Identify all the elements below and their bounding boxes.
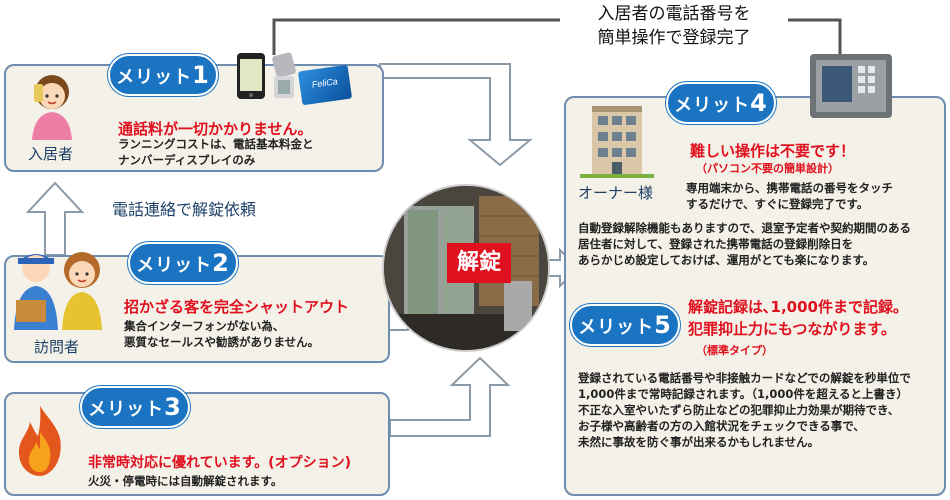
merit4-body-line5: あらかじめ設定しておけば、運用がとても楽になります。: [578, 253, 875, 267]
visitor-label: 訪問者: [34, 338, 80, 356]
merit2-badge: メリット2: [128, 242, 238, 284]
unlock-photo-circle: [382, 184, 550, 352]
merit4-body-line2: するだけで、すぐに登録完了です。: [686, 197, 869, 211]
merit3-badge: メリット3: [80, 386, 190, 428]
merit5-headline: 解錠記録は､1,000件まで記録。 犯罪抑止力にもつながります。: [688, 296, 908, 340]
merit5-badge: メリット5: [570, 304, 680, 346]
merit5-badge-number: 5: [654, 311, 672, 339]
arrow-merit3-to-center: [389, 356, 511, 437]
merit3-panel: [4, 392, 390, 496]
merit5-badge-label: メリット: [578, 317, 655, 338]
merit1-badge-label: メリット: [116, 67, 193, 88]
top-bracket-line-right: [785, 18, 842, 55]
merit4-headline: 難しい操作は不要です！: [690, 142, 856, 160]
merit4-badge-label: メリット: [674, 95, 751, 116]
merit4-badge: メリット4: [666, 82, 776, 124]
merit4-body-b: 自動登録解除機能もありますので、退室予定者や契約期間のある 居住者に対して、登録…: [578, 220, 911, 268]
merit4-badge-number: 4: [750, 89, 768, 117]
merit1-badge: メリット1: [108, 54, 218, 96]
visitor-icon: [10, 244, 114, 330]
merit4-body-line1: 専用端末から、携帯電話の番号をタッチ: [686, 181, 893, 195]
merit1-body: ランニングコストは、電話基本料金と ナンバーディスプレイのみ: [118, 136, 314, 168]
merit1-body-line2: ナンバーディスプレイのみ: [118, 153, 256, 167]
merit4-body-line3: 自動登録解除機能もありますので、退室予定者や契約期間のある: [578, 221, 912, 235]
owner-label: オーナー様: [578, 184, 654, 202]
merit5-body-line3: 不正な入室やいたずら防止などの犯罪抑止力効果が期待でき、: [578, 403, 900, 417]
top-bracket-line: [272, 18, 560, 55]
fire-icon: [14, 404, 66, 478]
top-note: 入居者の電話番号を 簡単操作で登録完了: [560, 2, 788, 50]
top-note-line2: 簡単操作で登録完了: [597, 28, 751, 48]
merit5-body-line2: 1,000件まで常時記録されます。（1,000件を超えると上書き）: [578, 387, 909, 401]
merit2-body-line2: 悪質なセールスや勧誘がありません。: [124, 335, 320, 349]
flip-phone-icon: [268, 52, 300, 100]
merit5-body-line1: 登録されている電話番号や非接触カードなどでの解錠を秒単位で: [578, 371, 911, 385]
resident-label: 入居者: [28, 145, 74, 163]
merit3-badge-label: メリット: [88, 399, 165, 420]
merit5-sub: （標準タイプ）: [696, 344, 773, 357]
middle-note: 電話連絡で解錠依頼: [112, 200, 257, 219]
merit3-badge-number: 3: [164, 393, 182, 421]
merit1-badge-number: 1: [192, 61, 210, 89]
registration-terminal-icon: [806, 50, 896, 122]
merit4-sub: （パソコン不要の簡単設計）: [696, 162, 839, 175]
merit2-badge-number: 2: [212, 249, 230, 277]
merit5-body-line5: 未然に事故を防ぐ事が出来るかもしれません。: [578, 435, 820, 449]
merit2-badge-label: メリット: [136, 255, 213, 276]
merit4-body-a: 専用端末から、携帯電話の番号をタッチ するだけで、すぐに登録完了です。: [686, 180, 893, 212]
merit1-body-line1: ランニングコストは、電話基本料金と: [118, 137, 314, 151]
resident-icon: [22, 68, 80, 140]
merit2-body: 集合インターフォンがない為、 悪質なセールスや勧誘がありません。: [124, 318, 319, 350]
felica-card-icon: FeliCa: [297, 64, 353, 106]
merit5-body-line4: お子様や高齢者の方の入館状況をチェックできる事で、: [578, 419, 865, 433]
merit5-body: 登録されている電話番号や非接触カードなどでの解錠を秒単位で 1,000件まで常時…: [578, 370, 911, 450]
unlock-label: 解錠: [447, 243, 511, 283]
smartphone-icon: [236, 52, 266, 100]
merit2-body-line1: 集合インターフォンがない為、: [124, 319, 285, 333]
top-note-line1: 入居者の電話番号を: [597, 4, 751, 24]
merit4-body-line4: 居住者に対して、登録された携帯電話の登録削除日を: [578, 237, 854, 251]
merit5-headline-line1: 解錠記録は､1,000件まで記録。: [688, 298, 908, 316]
merit2-headline: 招かざる客を完全シャットアウト: [124, 298, 350, 316]
arrow-up-to-merit1: [25, 181, 85, 256]
merit1-headline: 通話料が一切かかりません。: [118, 120, 313, 138]
felica-card-text: FeliCa: [311, 76, 339, 90]
merit3-body: 火災・停電時には自動解錠されます。: [88, 474, 283, 488]
merit5-headline-line2: 犯罪抑止力にもつながります。: [688, 320, 896, 338]
arrow-merit1-to-center: [379, 63, 533, 167]
merit3-headline: 非常時対応に優れています。(オプション): [88, 455, 351, 471]
building-icon: [576, 100, 658, 180]
